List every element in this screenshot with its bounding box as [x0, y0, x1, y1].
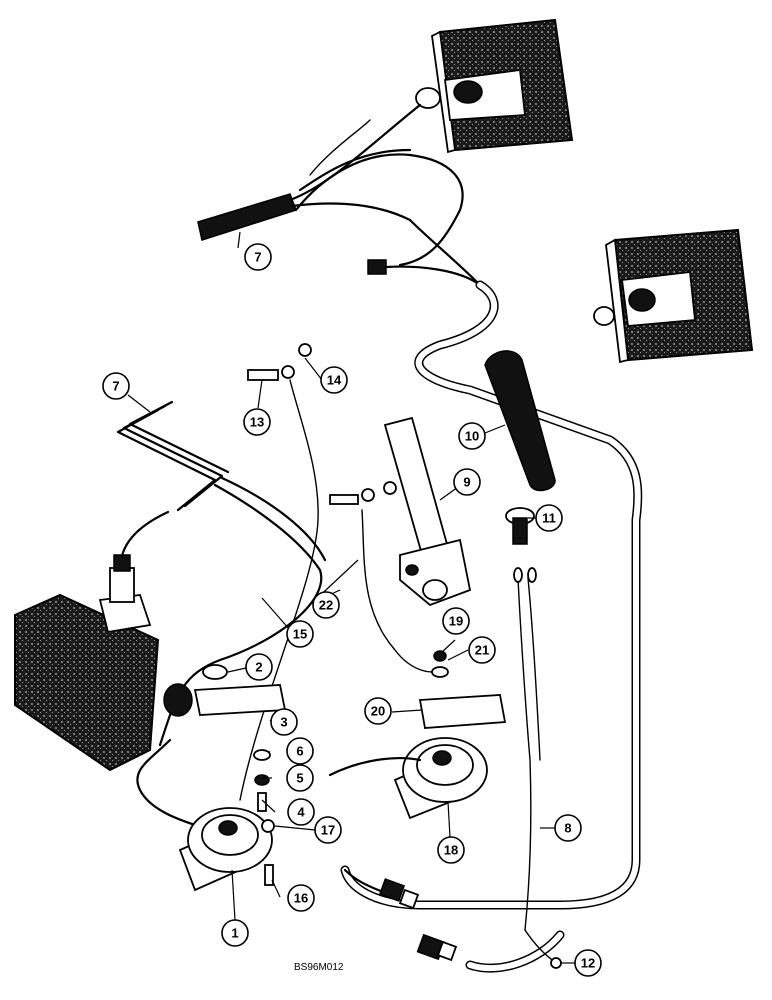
callout-17-label: 17 [321, 823, 335, 838]
hand-grip [484, 350, 556, 492]
callout-18: 18 [437, 836, 465, 864]
bottom-connectors [343, 868, 562, 969]
horn-switch [505, 507, 541, 931]
callout-3: 3 [270, 708, 298, 736]
callout-6-label: 6 [296, 744, 303, 759]
callout-2-label: 2 [255, 660, 262, 675]
callout-16: 16 [287, 884, 315, 912]
callout-20-label: 20 [371, 704, 385, 719]
callout-19-label: 19 [449, 614, 463, 629]
callout-2: 2 [245, 653, 273, 681]
callout-1-label: 1 [231, 926, 238, 941]
callout-21-label: 21 [475, 643, 489, 658]
ground-wires [239, 343, 441, 801]
work-light-right [593, 228, 754, 364]
callout-13: 13 [243, 408, 271, 436]
callout-9: 9 [453, 468, 481, 496]
callout-4: 4 [287, 798, 315, 826]
callout-7-left: 7 [102, 372, 130, 400]
callout-20: 20 [364, 697, 392, 725]
callout-10-label: 10 [465, 429, 479, 444]
callout-17: 17 [314, 816, 342, 844]
callout-13-label: 13 [250, 415, 264, 430]
callout-7-top-label: 7 [254, 250, 261, 265]
callout-6: 6 [286, 737, 314, 765]
callout-12: 12 [574, 949, 602, 977]
callout-19: 19 [442, 607, 470, 635]
harness-top [197, 103, 482, 287]
figure-code: BS96M012 [294, 962, 344, 973]
callout-5-label: 5 [296, 771, 303, 786]
harness-left [116, 400, 327, 827]
callout-14: 14 [320, 366, 348, 394]
callout-1: 1 [221, 919, 249, 947]
callout-14-label: 14 [327, 373, 342, 388]
callout-7-left-label: 7 [112, 379, 119, 394]
callout-3-label: 3 [280, 715, 287, 730]
callout-9-label: 9 [463, 475, 470, 490]
callout-22-label: 22 [319, 598, 333, 613]
callout-15-label: 15 [293, 627, 307, 642]
callout-5: 5 [286, 764, 314, 792]
callout-8: 8 [554, 814, 582, 842]
callout-22: 22 [312, 591, 340, 619]
callout-7-top: 7 [244, 243, 272, 271]
horn-right [328, 650, 507, 820]
callout-21: 21 [468, 636, 496, 664]
callout-18-label: 18 [444, 843, 458, 858]
horn-left [178, 664, 287, 892]
callout-11: 11 [535, 504, 563, 532]
callout-8-label: 8 [564, 821, 571, 836]
work-light-left [14, 510, 170, 772]
callout-4-label: 4 [297, 805, 305, 820]
callout-16-label: 16 [294, 891, 308, 906]
callout-15: 15 [286, 620, 314, 648]
work-light-top [415, 18, 574, 154]
callout-11-label: 11 [542, 511, 556, 526]
conduit [340, 280, 643, 973]
mounting-bracket [383, 416, 472, 607]
callout-12-label: 12 [581, 956, 595, 971]
callout-10: 10 [458, 422, 486, 450]
